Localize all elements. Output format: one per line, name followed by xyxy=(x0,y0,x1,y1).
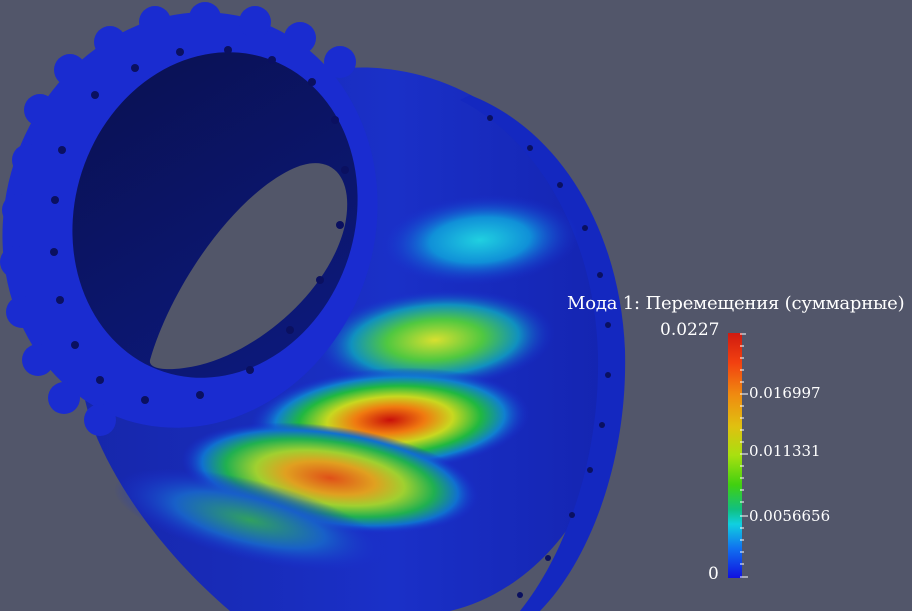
right-flange-bolt-holes xyxy=(487,115,611,598)
colorbar-title: Мода 1: Перемещения (суммарные) xyxy=(567,293,905,314)
contour-warm xyxy=(315,289,555,391)
colorbar-tick-label: 0.011331 xyxy=(749,442,821,460)
contour-faint xyxy=(113,468,387,572)
flange-bolt-holes xyxy=(50,46,349,404)
right-flange xyxy=(460,95,626,611)
colorbar-min-label: 0 xyxy=(708,564,719,584)
far-opening xyxy=(149,163,348,370)
contour-cool xyxy=(380,194,580,286)
colorbar-max-label: 0.0227 xyxy=(660,320,720,340)
colorbar-tick-label: 0.0056656 xyxy=(749,507,831,525)
colorbar-gradient xyxy=(728,333,742,578)
flange-teeth xyxy=(0,2,356,436)
colorbar-tick-marks xyxy=(740,333,748,578)
colorbar-tick-label: 0.016997 xyxy=(749,384,821,402)
